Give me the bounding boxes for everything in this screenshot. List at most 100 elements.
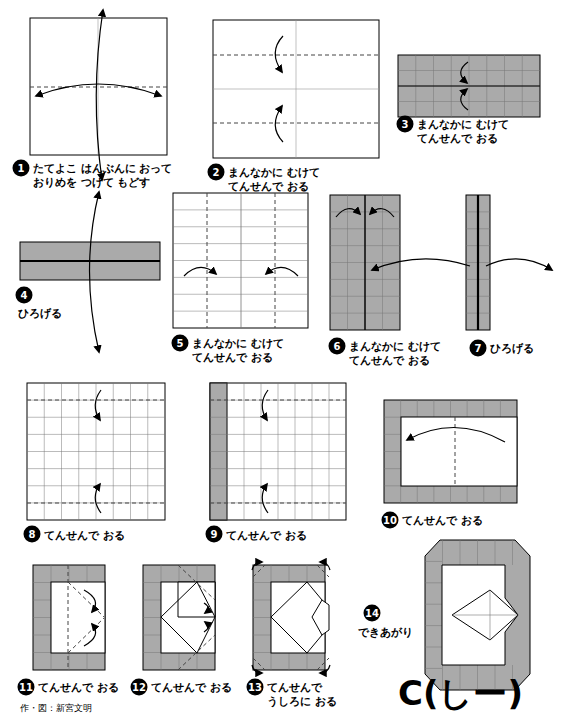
grid-line bbox=[210, 400, 346, 401]
fold-line bbox=[296, 20, 297, 158]
paper bbox=[33, 565, 105, 670]
paper bbox=[213, 20, 379, 158]
fold-line bbox=[213, 55, 379, 56]
grid-line bbox=[425, 561, 442, 562]
grid-line bbox=[398, 86, 540, 87]
grid-line bbox=[425, 668, 442, 669]
grid-line bbox=[210, 468, 346, 469]
fold-line bbox=[398, 86, 540, 87]
paper bbox=[398, 55, 540, 117]
fold-line bbox=[452, 615, 518, 616]
grid-line bbox=[425, 582, 442, 583]
paper bbox=[210, 383, 346, 520]
fold-arrow bbox=[336, 209, 360, 217]
fold-arrow bbox=[275, 106, 283, 142]
fold-line bbox=[241, 193, 242, 328]
folded-flap bbox=[312, 600, 329, 635]
step-number: 11 bbox=[18, 679, 35, 696]
title: C(しー) bbox=[398, 671, 523, 717]
grid-line bbox=[173, 277, 308, 278]
fold-arrow bbox=[407, 427, 505, 442]
step-number: 9 bbox=[206, 526, 223, 543]
paper bbox=[173, 193, 308, 328]
fold-line bbox=[68, 582, 104, 617]
grid-line bbox=[460, 540, 461, 565]
grid-line bbox=[495, 540, 496, 565]
fold-arrow bbox=[370, 209, 394, 217]
fold-line bbox=[307, 635, 322, 653]
fold-arrow bbox=[320, 665, 330, 673]
fold-arrow bbox=[252, 665, 262, 673]
step-number: 1 bbox=[13, 160, 30, 177]
step-markers bbox=[13, 116, 487, 696]
step-badge bbox=[208, 164, 225, 181]
fold-line bbox=[30, 87, 167, 88]
paper bbox=[466, 195, 490, 330]
step-badge bbox=[18, 679, 35, 696]
fold-line bbox=[275, 193, 276, 328]
fold-arrow bbox=[320, 562, 330, 570]
step-number: 8 bbox=[24, 526, 41, 543]
fold-line bbox=[68, 565, 69, 670]
step-badge bbox=[131, 679, 148, 696]
step-badge bbox=[247, 679, 264, 696]
step-number: 3 bbox=[397, 116, 414, 133]
step-caption: たてよこ はんぶんに おって おりめを つけて もどす bbox=[33, 161, 175, 189]
fold-arrow bbox=[36, 84, 161, 96]
fold-line bbox=[271, 617, 307, 653]
grid-line bbox=[173, 226, 308, 227]
step-badge bbox=[470, 340, 487, 357]
letter-c bbox=[425, 540, 530, 690]
step-caption: ひろげる bbox=[490, 341, 560, 355]
step-number: 7 bbox=[470, 340, 487, 357]
folded-flap bbox=[178, 582, 215, 617]
fold-arrow bbox=[461, 62, 468, 83]
grid-line bbox=[425, 647, 442, 648]
fold-line bbox=[307, 582, 322, 600]
paper bbox=[384, 400, 517, 503]
grid-line bbox=[173, 209, 308, 210]
fold-arrow bbox=[184, 267, 216, 276]
grid-line bbox=[210, 485, 346, 486]
step-caption: てんせんで おる bbox=[44, 528, 154, 542]
paper bbox=[161, 582, 215, 653]
step-caption: まんなかに むけて てんせんで おる bbox=[417, 117, 519, 145]
grid-line bbox=[442, 540, 443, 565]
step-number: 4 bbox=[16, 287, 33, 304]
step-caption: てんせんで おる bbox=[38, 680, 138, 694]
grid-line bbox=[365, 195, 366, 330]
fold-arrow bbox=[372, 259, 470, 270]
grid-line bbox=[425, 625, 442, 626]
fold-arrow bbox=[96, 10, 103, 180]
fold-arrow bbox=[90, 192, 100, 352]
step-caption: てんせんで おる bbox=[226, 528, 336, 542]
fold-arrow bbox=[95, 390, 101, 420]
grid-line bbox=[512, 540, 513, 565]
step-caption: ひろげる bbox=[18, 306, 88, 320]
grid-line bbox=[173, 294, 308, 295]
paper bbox=[51, 582, 105, 653]
step-badge bbox=[13, 160, 30, 177]
step-badge bbox=[24, 526, 41, 543]
grid-line bbox=[27, 485, 165, 486]
fold-line bbox=[477, 195, 479, 330]
fold-line bbox=[452, 590, 490, 615]
fold-line bbox=[490, 615, 518, 640]
letter-c-inner bbox=[442, 565, 518, 665]
step-caption: まんなかに むけて てんせんで おる bbox=[192, 336, 294, 364]
fold-arrow bbox=[84, 624, 96, 646]
fold-line bbox=[178, 565, 215, 600]
grid-line bbox=[210, 451, 346, 452]
credit: 作・図：新宮文明 bbox=[20, 702, 92, 715]
fold-line bbox=[253, 658, 265, 670]
grid-line bbox=[173, 311, 308, 312]
step-badge bbox=[329, 338, 346, 355]
step-number: 5 bbox=[172, 335, 189, 352]
step-number: 2 bbox=[208, 164, 225, 181]
grid-line bbox=[425, 604, 442, 605]
grid-line bbox=[27, 451, 165, 452]
fold-line bbox=[210, 400, 346, 401]
fold-line bbox=[452, 615, 490, 640]
